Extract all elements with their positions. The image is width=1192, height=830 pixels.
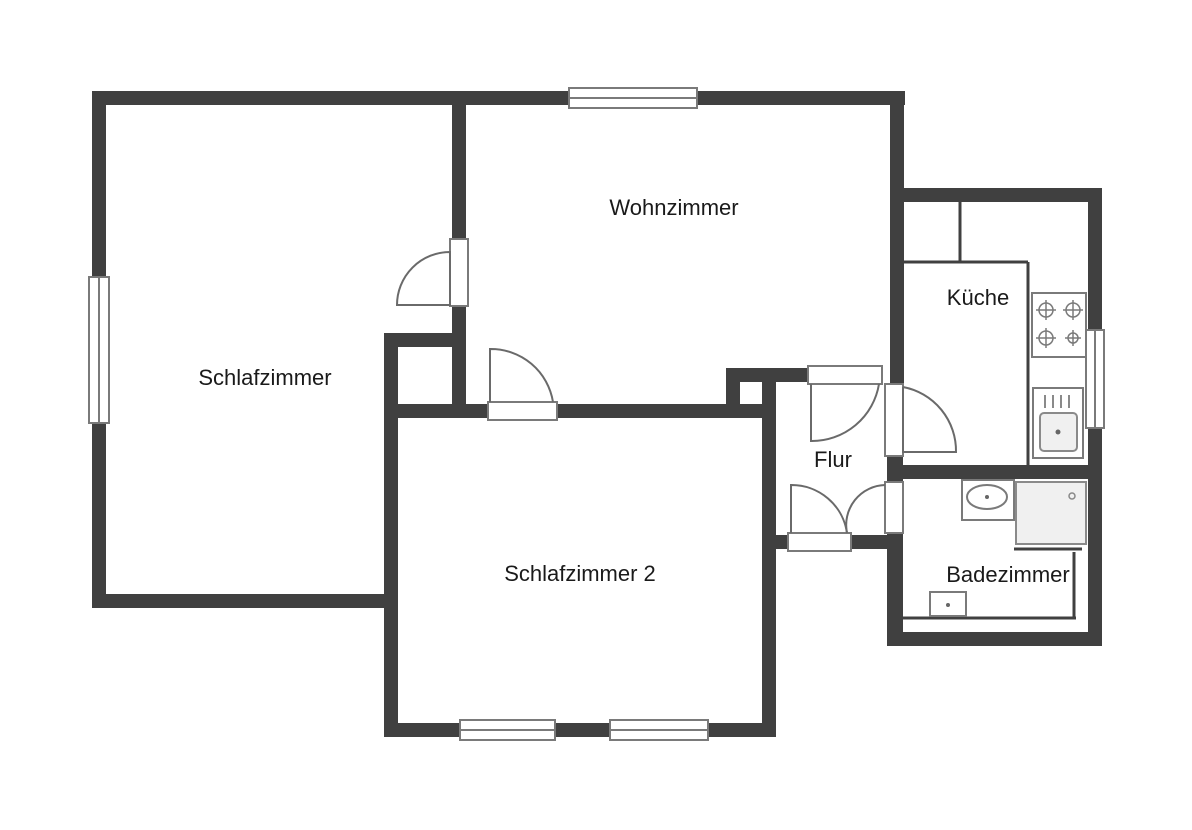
door-flur-entrance	[787, 483, 852, 552]
shower-icon	[1015, 481, 1087, 545]
door-flur-kueche	[884, 383, 958, 457]
kitchen-cabinets	[904, 202, 1087, 465]
room-label-flur: Flur	[814, 447, 852, 472]
window-wohnzimmer	[568, 87, 698, 109]
stove-icon	[1031, 292, 1087, 358]
door-flur-bad	[845, 481, 904, 534]
walls	[92, 91, 1102, 737]
room-label-schlafzimmer: Schlafzimmer	[198, 365, 332, 390]
door-schlafzimmer-wohnzimmer	[395, 238, 469, 307]
room-label-schlafzimmer-2: Schlafzimmer 2	[504, 561, 656, 586]
windows	[88, 87, 1105, 741]
bathroom-fixtures	[903, 479, 1087, 620]
stove-burners	[1036, 300, 1083, 348]
window-kueche	[1085, 329, 1105, 429]
room-label-wohnzimmer: Wohnzimmer	[609, 195, 739, 220]
door-flur-wohnzimmer	[807, 365, 883, 443]
window-schlafzimmer2-right	[609, 719, 709, 741]
room-label-kueche: Küche	[946, 285, 1010, 310]
window-schlafzimmer	[88, 276, 110, 424]
doors	[395, 238, 958, 552]
room-label-badezimmer: Badezimmer	[946, 562, 1070, 587]
door-wohnzimmer-schlafzimmer2	[487, 347, 558, 421]
window-schlafzimmer2-left	[459, 719, 556, 741]
